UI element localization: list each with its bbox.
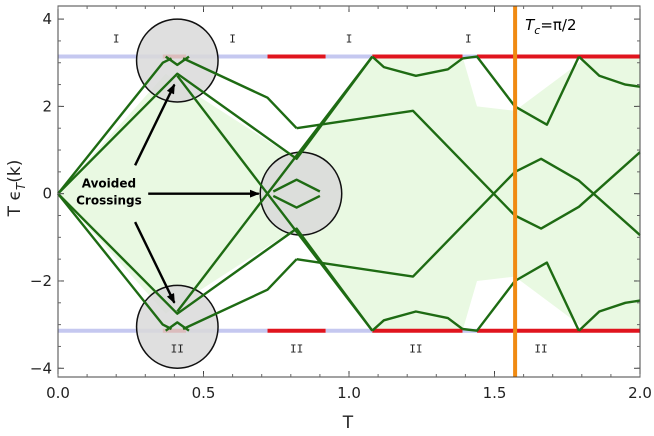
region-label-3: I xyxy=(465,33,472,46)
band-curve-12 xyxy=(296,109,641,230)
region-label-5: II xyxy=(290,343,303,356)
band-curve-11 xyxy=(272,194,321,209)
band-curve-15 xyxy=(371,310,464,332)
region-label-6: II xyxy=(409,343,422,356)
region-label-1: I xyxy=(229,33,236,46)
y-axis-title-main: T ϵ xyxy=(5,190,25,217)
y-tick-label-3: 2 xyxy=(42,97,52,115)
critical-period-label-sub: c xyxy=(534,24,540,37)
critical-period-label-main: T xyxy=(525,16,536,34)
band-curve-14 xyxy=(371,55,464,78)
band-curve-10 xyxy=(272,178,321,193)
y-axis-title-tail: (k) xyxy=(5,160,25,183)
x-axis-title: T xyxy=(342,413,354,433)
critical-period-label-tail: =π/2 xyxy=(540,16,576,34)
band-curve-19 xyxy=(578,299,641,332)
critical-period-label: Tc=π/2 xyxy=(525,16,576,37)
x-tick-label-2: 1.0 xyxy=(337,384,361,402)
region-label-2: I xyxy=(346,33,353,46)
y-tick-label-4: 4 xyxy=(42,10,52,28)
band-fill-area xyxy=(58,56,640,331)
annotation-arrow-2 xyxy=(134,221,176,304)
band-curve-9 xyxy=(176,55,374,313)
y-tick-label-0: −4 xyxy=(30,359,52,377)
band-curve-6 xyxy=(182,57,298,130)
annotation-arrow-0 xyxy=(134,83,176,166)
x-tick-label-3: 1.5 xyxy=(483,384,507,402)
series-layer xyxy=(57,55,641,332)
x-tick-label-4: 2.0 xyxy=(628,384,652,402)
avoided-crossing-ellipse-0 xyxy=(135,18,219,103)
band-fill-layer xyxy=(58,56,640,331)
y-tick-label-1: −2 xyxy=(30,272,52,290)
band-curve-13 xyxy=(296,157,641,278)
critical-line-layer: Tc=π/2 xyxy=(513,6,577,377)
region-label-7: II xyxy=(534,343,547,356)
y-axis-title-sub: T xyxy=(14,181,28,190)
ellipse-layer xyxy=(135,18,343,370)
region-label-0: I xyxy=(113,33,120,46)
avoided-crossing-ellipse-1 xyxy=(259,151,343,236)
band-curve-18 xyxy=(578,55,641,88)
x-tick-label-0: 0.0 xyxy=(46,384,70,402)
x-tick-label-1: 0.5 xyxy=(192,384,216,402)
band-curve-8 xyxy=(176,75,374,332)
region-label-4: II xyxy=(171,343,184,356)
annotation-text-line-0: Avoided xyxy=(82,177,136,191)
annotation-text-line-1: Crossings xyxy=(76,194,142,208)
avoided-crossing-ellipse-2 xyxy=(135,284,219,370)
y-axis-title: T ϵT(k) xyxy=(5,160,28,218)
axes-layer: 0.0 0.5 1.0 1.5 2.0 −4 −2 0 2 4 xyxy=(30,5,652,402)
y-tick-label-2: 0 xyxy=(42,185,52,203)
band-curve-7 xyxy=(182,258,298,331)
